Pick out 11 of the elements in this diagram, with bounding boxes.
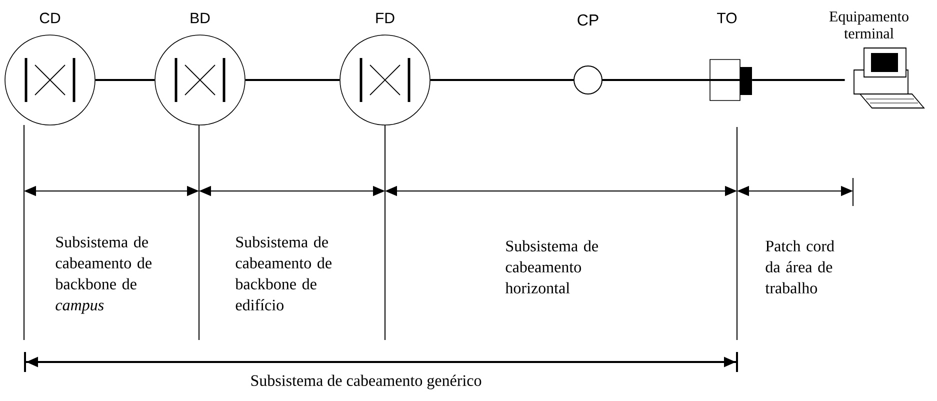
section-label: Subsistema de cabeamento de backbone de edifício — [235, 236, 332, 310]
node-label: TO — [717, 12, 737, 24]
section-label: Subsistema de cabeamento horizontal — [505, 240, 598, 294]
section-label: Subsistema de cabeamento genérico — [251, 374, 482, 390]
section-label: Patch cord da área de trabalho — [765, 240, 834, 294]
node-label: Equipamento terminal — [829, 11, 908, 39]
node-label: FD — [376, 12, 394, 24]
node-label: BD — [190, 12, 210, 24]
node-label: CP — [578, 14, 598, 26]
section-label: Subsistema de cabeamento de backbone de campus — [55, 236, 152, 314]
node-label: CD — [40, 12, 60, 24]
